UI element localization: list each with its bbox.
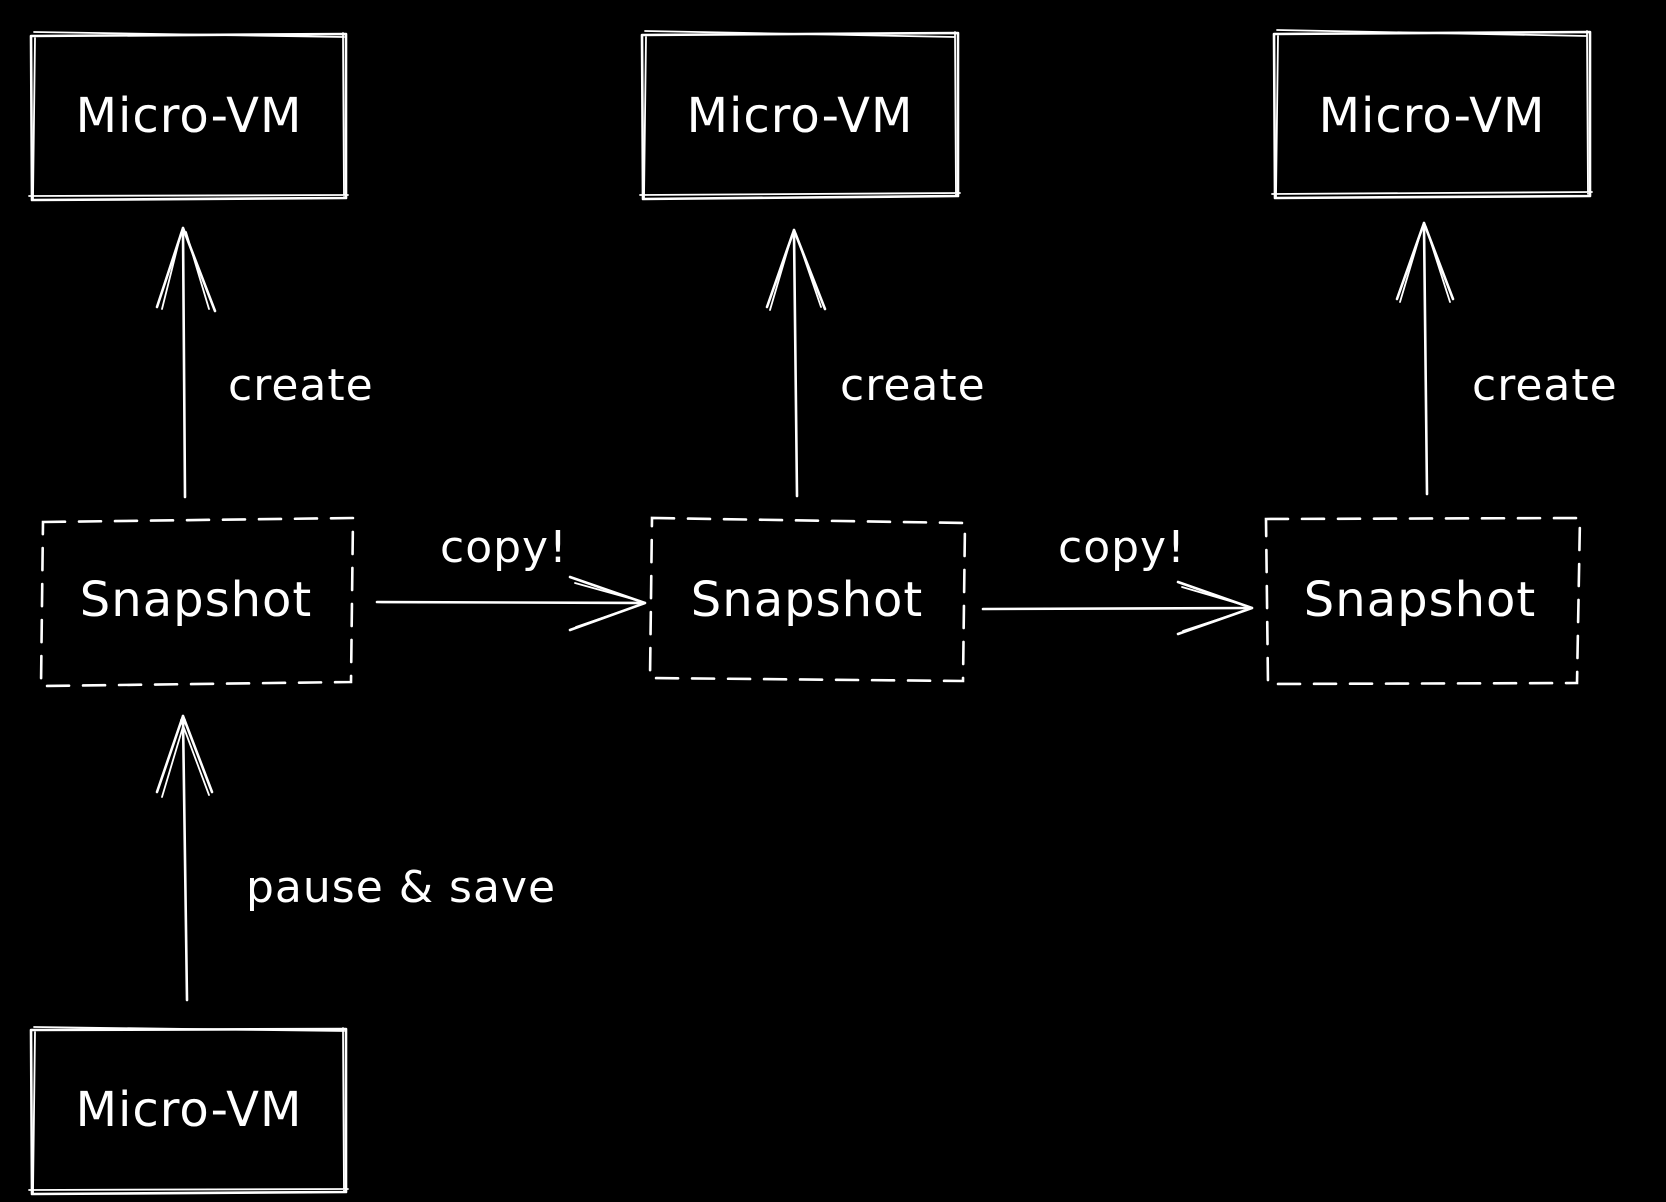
copy-arrow-1 (375, 575, 647, 632)
micro-vm-node-2: Micro-VM (639, 30, 961, 201)
create-label: create (840, 360, 986, 411)
create-label: create (228, 360, 374, 411)
copy-arrow-2 (981, 580, 1254, 636)
micro-vm-label: Micro-VM (1319, 88, 1546, 144)
micro-vm-label: Micro-VM (76, 1082, 303, 1138)
create-arrow-1 (155, 226, 217, 499)
micro-vm-node-3: Micro-VM (1271, 29, 1593, 200)
snapshot-node-1: Snapshot (39, 516, 355, 688)
copy-label: copy! (1058, 522, 1186, 573)
snapshot-node-3: Snapshot (1264, 516, 1582, 686)
create-arrow-2 (765, 228, 827, 498)
create-arrow-3 (1395, 221, 1455, 496)
pause-save-arrow (155, 714, 214, 1002)
snapshot-node-2: Snapshot (648, 516, 967, 683)
micro-vm-label: Micro-VM (687, 88, 914, 144)
micro-vm-label: Micro-VM (76, 88, 303, 144)
copy-label: copy! (440, 522, 568, 573)
snapshot-label: Snapshot (691, 572, 923, 628)
create-label: create (1472, 360, 1618, 411)
source-micro-vm-node: Micro-VM (28, 1026, 349, 1196)
snapshot-label: Snapshot (80, 572, 312, 628)
micro-vm-node-1: Micro-VM (28, 31, 349, 202)
snapshot-label: Snapshot (1304, 572, 1536, 628)
pause-save-label: pause & save (246, 862, 556, 913)
